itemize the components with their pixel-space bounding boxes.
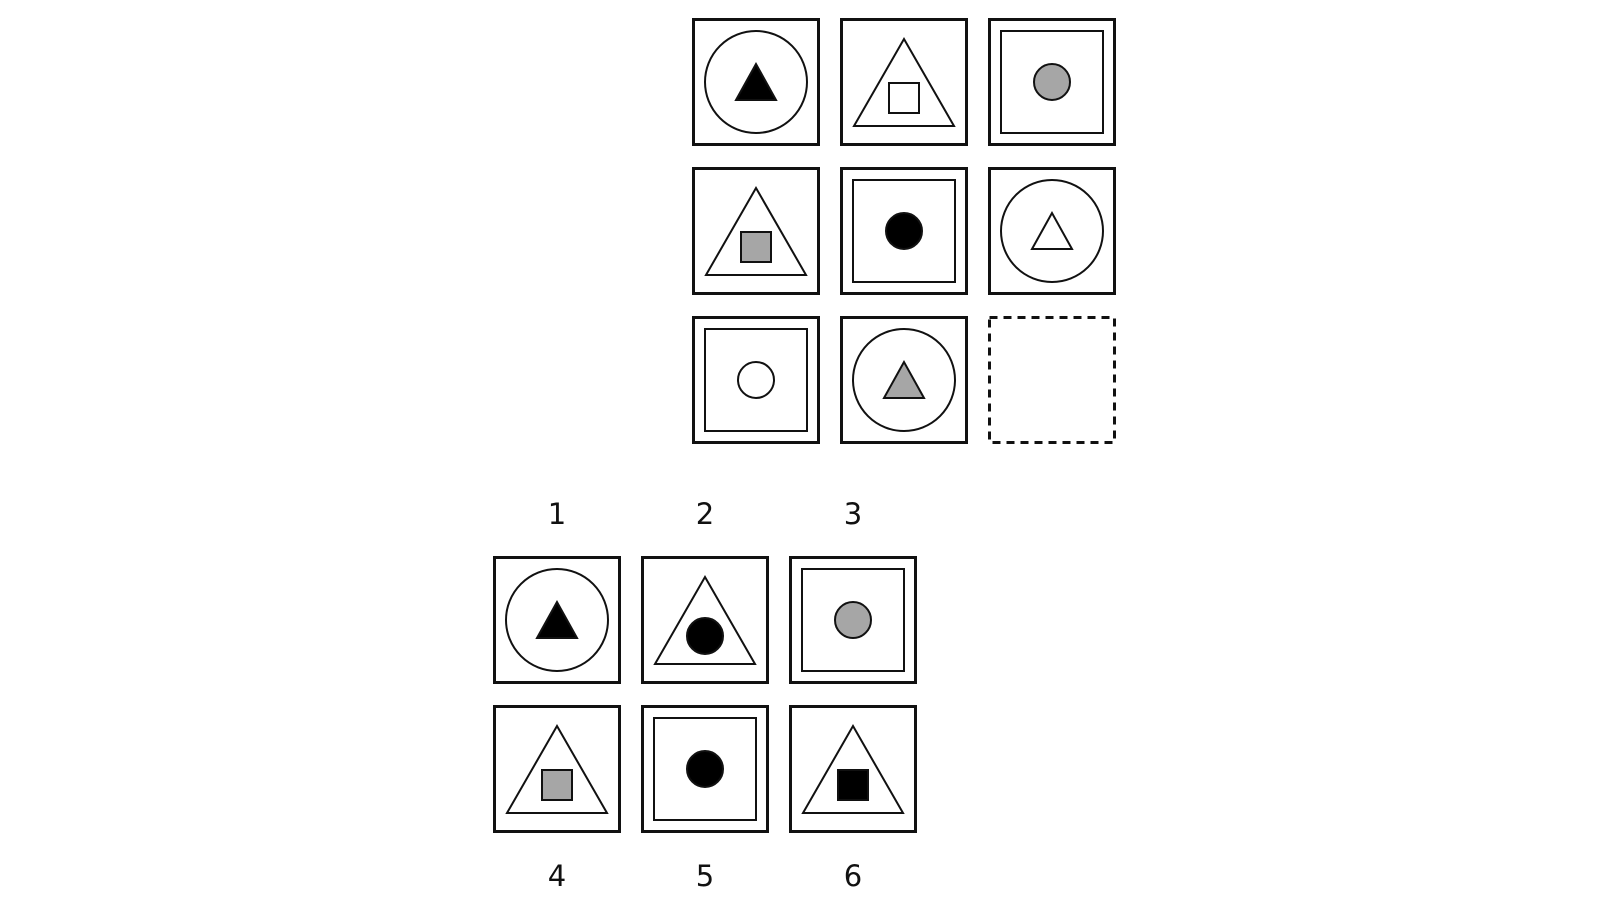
- outer-triangle: [704, 185, 808, 276]
- outer-square: [1000, 30, 1104, 134]
- tile-figure: [641, 556, 769, 684]
- outer-circle: [505, 568, 609, 672]
- inner-circle: [686, 617, 724, 655]
- option-1[interactable]: [493, 556, 621, 684]
- inner-circle: [885, 212, 923, 250]
- tile-figure: [840, 18, 968, 146]
- matrix-cell-8: [840, 316, 968, 444]
- option-5[interactable]: [641, 705, 769, 833]
- outer-square: [801, 568, 905, 672]
- inner-square: [541, 769, 573, 801]
- option-2[interactable]: [641, 556, 769, 684]
- outer-circle: [852, 328, 956, 432]
- option-3[interactable]: [789, 556, 917, 684]
- inner-circle: [686, 750, 724, 788]
- tile-figure: [692, 18, 820, 146]
- option-label-2: 2: [695, 497, 715, 531]
- tile-figure: [840, 167, 968, 295]
- inner-triangle: [734, 61, 778, 101]
- option-4[interactable]: [493, 705, 621, 833]
- matrix-cell-2: [840, 18, 968, 146]
- tile-figure: [493, 705, 621, 833]
- outer-square: [704, 328, 808, 432]
- inner-square: [837, 769, 869, 801]
- tile-figure: [692, 316, 820, 444]
- tile-figure: [493, 556, 621, 684]
- tile-figure: [692, 167, 820, 295]
- outer-circle: [704, 30, 808, 134]
- tile-figure: [789, 705, 917, 833]
- tile-figure: [988, 167, 1116, 295]
- outer-square: [852, 179, 956, 283]
- matrix-cell-3: [988, 18, 1116, 146]
- inner-square: [888, 82, 920, 114]
- tile-figure: [988, 18, 1116, 146]
- inner-circle: [1033, 63, 1071, 101]
- inner-triangle: [882, 359, 926, 399]
- matrix-cell-6: [988, 167, 1116, 295]
- missing-cell: [988, 316, 1116, 444]
- option-label-6: 6: [843, 859, 863, 893]
- tile-figure: [641, 705, 769, 833]
- outer-triangle: [852, 36, 956, 127]
- outer-triangle: [653, 574, 757, 665]
- outer-circle: [1000, 179, 1104, 283]
- matrix-cell-1: [692, 18, 820, 146]
- matrix-cell-4: [692, 167, 820, 295]
- inner-triangle: [535, 599, 579, 639]
- option-label-1: 1: [547, 497, 567, 531]
- inner-square: [740, 231, 772, 263]
- tile-figure: [988, 316, 1116, 444]
- inner-circle: [834, 601, 872, 639]
- option-label-4: 4: [547, 859, 567, 893]
- matrix-cell-7: [692, 316, 820, 444]
- outer-square: [653, 717, 757, 821]
- tile-figure: [840, 316, 968, 444]
- outer-triangle: [505, 723, 609, 814]
- option-label-5: 5: [695, 859, 715, 893]
- matrix-cell-5: [840, 167, 968, 295]
- outer-triangle: [801, 723, 905, 814]
- dashed-frame: [988, 316, 1116, 444]
- inner-circle: [737, 361, 775, 399]
- inner-triangle: [1030, 210, 1074, 250]
- tile-figure: [789, 556, 917, 684]
- option-6[interactable]: [789, 705, 917, 833]
- option-label-3: 3: [843, 497, 863, 531]
